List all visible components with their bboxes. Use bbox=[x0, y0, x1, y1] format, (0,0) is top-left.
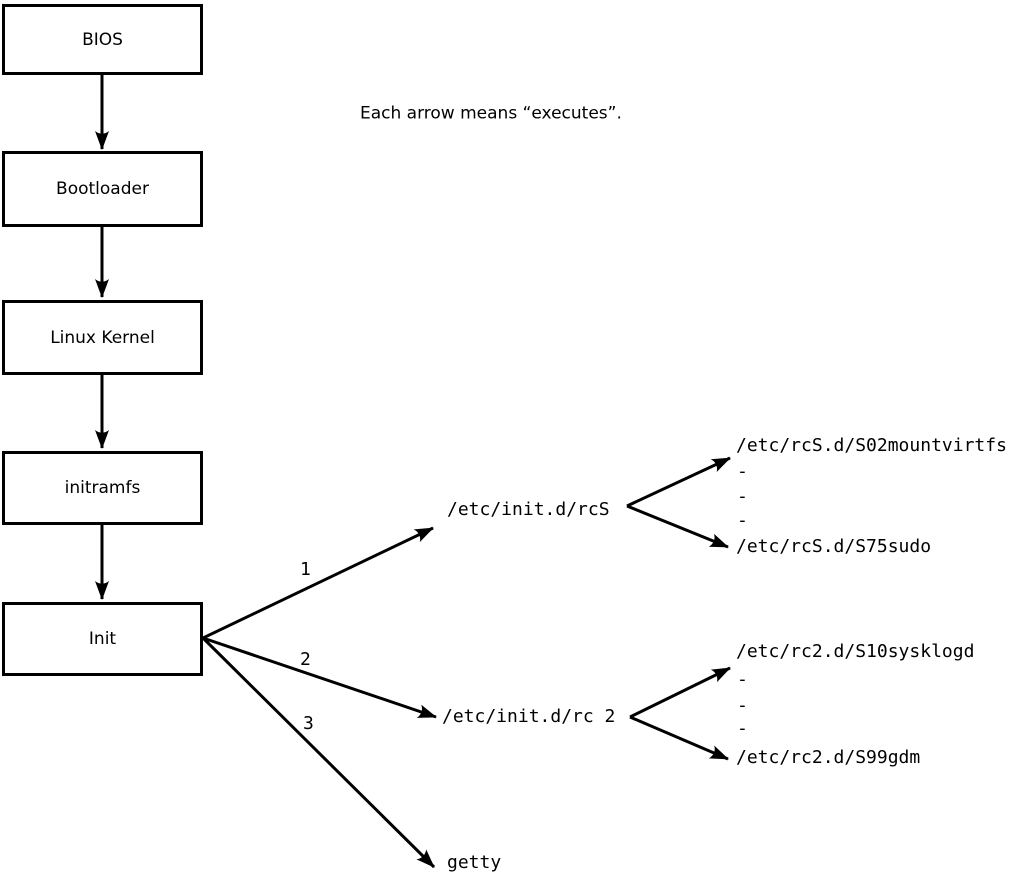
node-bootloader-label: Bootloader bbox=[56, 179, 149, 199]
script-s75sudo-label: /etc/rcS.d/S75sudo bbox=[736, 536, 932, 557]
node-initramfs: initramfs bbox=[2, 451, 203, 525]
rc2-ellipsis-dash-2: - bbox=[737, 695, 748, 716]
node-init-label: Init bbox=[88, 629, 117, 649]
script-s10sysklogd-label: /etc/rc2.d/S10sysklogd bbox=[736, 641, 975, 662]
rcs-ellipsis-dash-2: - bbox=[737, 486, 748, 507]
branch-2-number: 2 bbox=[300, 649, 311, 670]
script-s02mountvirtfs-label: /etc/rcS.d/S02mountvirtfs bbox=[736, 435, 1007, 456]
branch-1-number: 1 bbox=[300, 559, 311, 580]
node-bios: BIOS bbox=[2, 4, 203, 75]
branch-3-number: 3 bbox=[303, 713, 314, 734]
rc2-ellipsis-dash-3: - bbox=[737, 718, 748, 739]
script-s99gdm-label: /etc/rc2.d/S99gdm bbox=[736, 747, 921, 768]
target-getty-label: getty bbox=[447, 852, 502, 873]
node-init: Init bbox=[2, 602, 203, 676]
edge-init-rc2 bbox=[202, 636, 437, 719]
legend-text: Each arrow means “executes”. bbox=[360, 103, 622, 124]
node-linux-kernel-label: Linux Kernel bbox=[50, 327, 155, 348]
edge-rcs-first bbox=[626, 456, 731, 508]
edge-rcs-last bbox=[626, 504, 729, 549]
edge-init-rcs bbox=[202, 526, 434, 640]
target-rc2-label: /etc/init.d/rc 2 bbox=[442, 706, 616, 727]
edge-rc2-first bbox=[629, 666, 731, 719]
edge-rc2-last bbox=[629, 715, 729, 761]
node-initramfs-label: initramfs bbox=[64, 478, 141, 498]
rcs-ellipsis-dash-1: - bbox=[737, 461, 748, 482]
rc2-ellipsis-dash-1: - bbox=[737, 669, 748, 690]
node-bios-label: BIOS bbox=[82, 29, 123, 50]
target-rcs-label: /etc/init.d/rcS bbox=[447, 499, 610, 520]
rcs-ellipsis-dash-3: - bbox=[737, 510, 748, 531]
node-bootloader: Bootloader bbox=[2, 151, 203, 227]
edge-init-getty bbox=[201, 636, 436, 869]
node-linux-kernel: Linux Kernel bbox=[2, 300, 203, 375]
